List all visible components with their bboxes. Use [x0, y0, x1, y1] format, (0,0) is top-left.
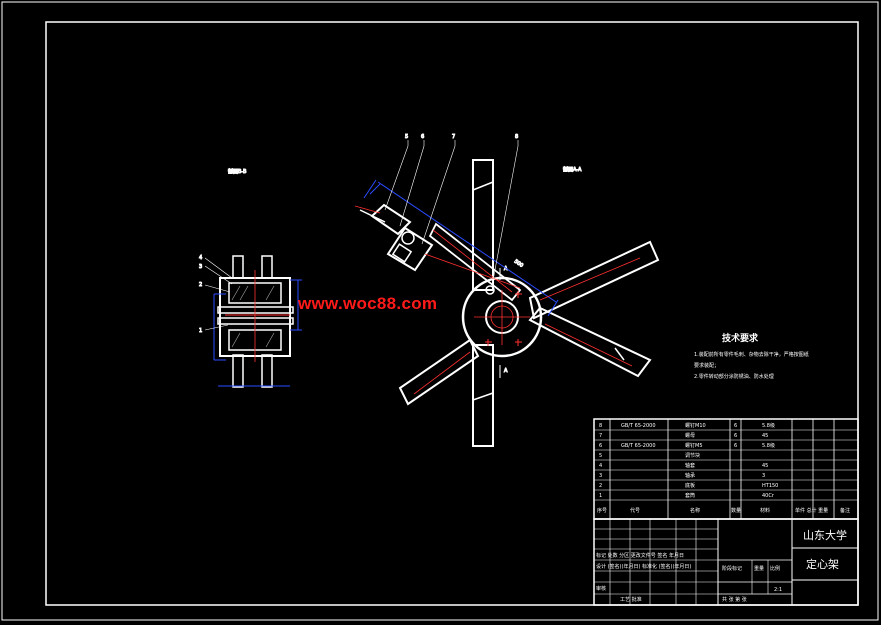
section-label-left: 剖面B-B	[228, 168, 247, 175]
bom-row-name: 螺钉M5	[685, 442, 703, 449]
bom-row-qty: 6	[734, 443, 737, 449]
bom-header-remark: 备注	[840, 507, 850, 514]
bom-text: 8 GB/T 65-2000 螺钉M10 6 5.8级 7 螺母 6 45 6 …	[597, 422, 850, 514]
bom-row-no: 8	[599, 423, 602, 429]
bom-row-no: 4	[599, 463, 602, 469]
callout-top-8: 8	[515, 134, 518, 140]
bom-row-name: 螺钉M10	[685, 422, 706, 429]
weight-label: 重量	[754, 565, 764, 572]
callout-left-1: 1	[199, 328, 202, 334]
bom-header-no: 序号	[597, 507, 607, 514]
bom-row-no: 5	[599, 453, 602, 459]
bom-row-name: 套筒	[685, 492, 695, 499]
bom-row-qty: 6	[734, 433, 737, 439]
tech-req-line-3: 2.零件转动部分涂防锈油、防水处理	[694, 373, 774, 380]
section-marker-1: A	[504, 266, 508, 272]
scale-value: 2:1	[774, 587, 782, 593]
review-row: 审核	[596, 585, 606, 592]
bom-row-name: 螺母	[685, 432, 695, 439]
section-label-right: 剖面A-A	[563, 166, 582, 173]
bom-header-qty: 数量	[731, 507, 741, 514]
process-row: 工艺 批准	[620, 596, 642, 603]
callout-left-3: 3	[199, 264, 202, 270]
inner-frame	[45, 21, 859, 606]
school-name: 山东大学	[803, 528, 847, 542]
tech-req-line-1: 1.装配前所有零件毛刺、杂物去除干净，严格按图纸	[694, 351, 809, 358]
tech-req-title: 技术要求	[722, 332, 759, 344]
scale-label: 比例	[770, 565, 780, 572]
bom-row-material: 40Cr	[762, 493, 775, 499]
watermark: www.woc88.com	[298, 294, 438, 313]
callout-left-4: 4	[199, 255, 202, 261]
bom-row-no: 7	[599, 433, 602, 439]
callout-top-6: 6	[421, 134, 424, 140]
bom-header-standard: 代号	[630, 507, 640, 514]
bom-row-name: 轴套	[685, 462, 695, 469]
drawing-name: 定心架	[806, 557, 839, 571]
bill-of-materials	[593, 418, 859, 520]
bom-row-qty: 6	[734, 423, 737, 429]
design-row: 设计 (签名)(年月日) 标准化 (签名)(年月日)	[596, 563, 691, 570]
bom-row-no: 1	[599, 493, 602, 499]
sheet-info: 共 张 第 张	[722, 596, 747, 603]
bom-row-standard: GB/T 65-2000	[621, 443, 656, 449]
bom-row-standard: GB/T 65-2000	[621, 423, 656, 429]
callout-top-7: 7	[452, 134, 455, 140]
bom-header-name: 名称	[690, 507, 700, 514]
bom-row-no: 3	[599, 473, 602, 479]
tech-req-line-2: 要求装配；	[694, 362, 719, 369]
bom-row-name: 底板	[685, 482, 695, 489]
dimension-label: 500	[513, 259, 524, 269]
technical-requirements: 技术要求 1.装配前所有零件毛刺、杂物去除干净，严格按图纸 要求装配； 2.零件…	[694, 332, 809, 380]
bom-row-material: 5.8级	[762, 422, 775, 429]
bom-row-name: 调节块	[685, 452, 700, 459]
bom-row-no: 6	[599, 443, 602, 449]
callout-left-2: 2	[199, 282, 202, 288]
change-row: 标记 处数 分区 更改文件号 签名 年月日	[596, 552, 684, 559]
stage-label: 阶段标记	[722, 565, 742, 572]
title-block-text: 山东大学 定心架 标记 处数 分区 更改文件号 签名 年月日 设计 (签名)(年…	[596, 528, 847, 603]
bom-row-material: 45	[762, 463, 768, 469]
bom-row-material: 45	[762, 433, 768, 439]
bom-row-material: HT150	[762, 483, 778, 489]
bom-row-material: 3	[762, 473, 765, 479]
section-marker-2: A	[504, 368, 508, 374]
bom-row-name: 轴承	[685, 472, 695, 479]
section-view-b-b: 剖面B-B	[199, 168, 302, 388]
title-block	[593, 518, 859, 606]
bom-header-material: 材料	[760, 507, 770, 514]
callout-top-5: 5	[405, 134, 408, 140]
bom-row-material: 5.8级	[762, 442, 775, 449]
bom-header-weight: 单件 总计 重量	[795, 507, 828, 514]
section-view-a-a: 剖面A-A	[354, 134, 660, 447]
bom-row-no: 2	[599, 483, 602, 489]
